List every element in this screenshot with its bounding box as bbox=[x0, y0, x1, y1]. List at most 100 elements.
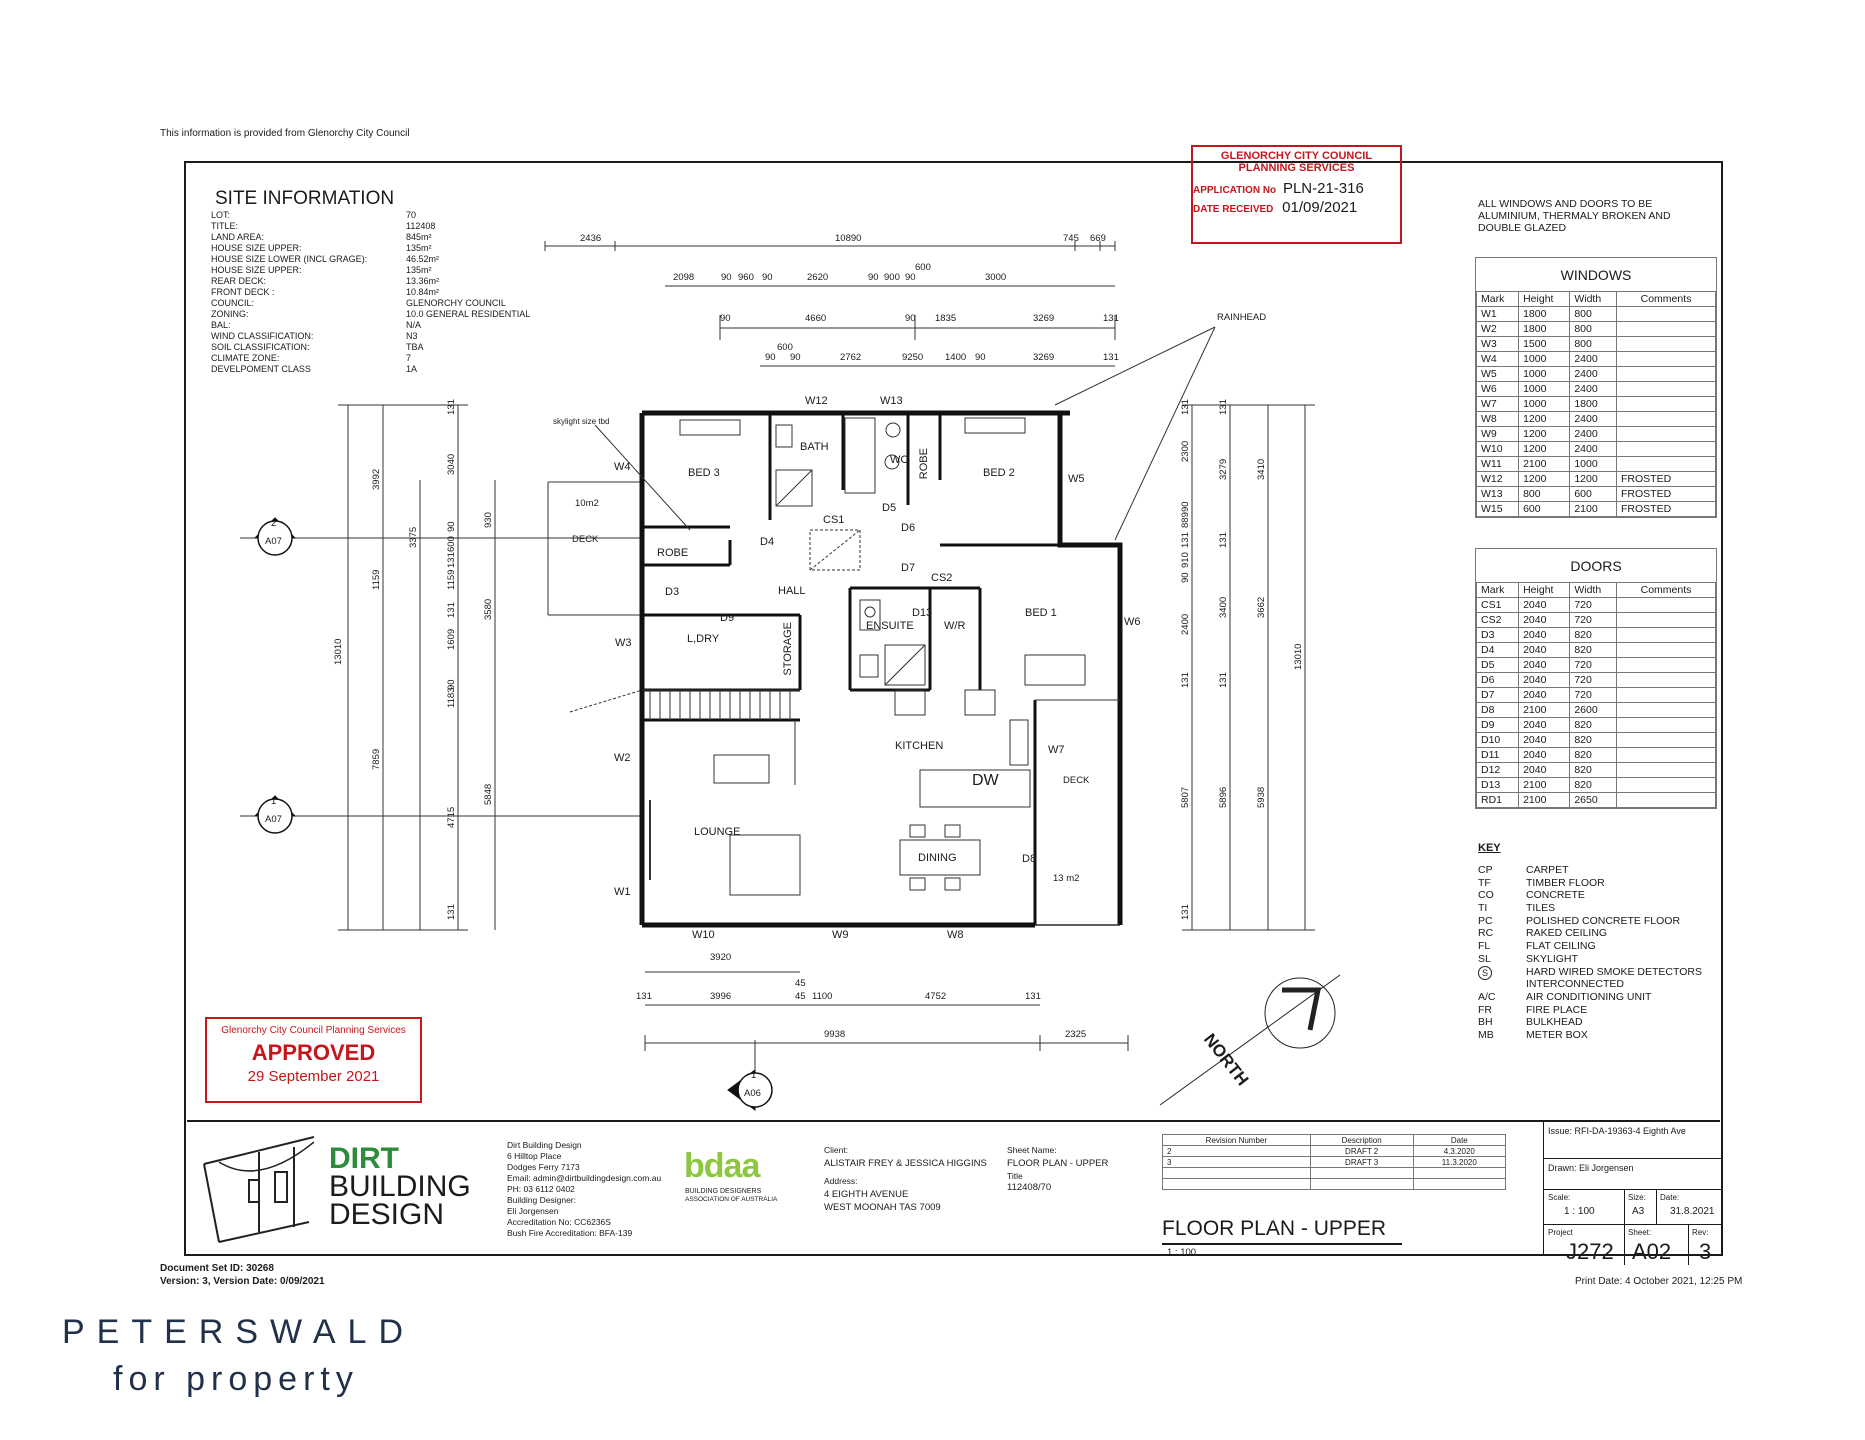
label-w12: W12 bbox=[805, 395, 828, 407]
table-cell bbox=[1616, 762, 1716, 778]
site-info-row: REAR DECK: 13.36m² bbox=[211, 276, 571, 287]
table-cell: W5 bbox=[1475, 366, 1520, 382]
key-code: S bbox=[1478, 965, 1492, 980]
key-code: PC bbox=[1478, 914, 1493, 927]
table-cell bbox=[1616, 336, 1716, 352]
dim-r3-c: 90 bbox=[905, 313, 916, 324]
table-cell: W10 bbox=[1475, 441, 1520, 457]
site-info-value: N/A bbox=[406, 320, 422, 330]
revision-cell: 11.3.2020 bbox=[1412, 1156, 1507, 1168]
dim-r3-a: 90 bbox=[720, 313, 731, 324]
site-info-key: HOUSE SIZE LOWER (INCL GRAGE): bbox=[211, 254, 368, 264]
table-cell: D5 bbox=[1475, 657, 1520, 673]
contact-line: Dirt Building Design bbox=[507, 1140, 582, 1150]
fixtures bbox=[649, 417, 1086, 896]
site-info-value: 13.36m² bbox=[406, 276, 440, 286]
dirt-logo-icon bbox=[203, 1136, 315, 1243]
table-cell bbox=[1616, 717, 1716, 733]
table-cell bbox=[1616, 441, 1716, 457]
footer-doc-set: Document Set ID: 30268 bbox=[160, 1263, 274, 1274]
sheet-border bbox=[184, 161, 1723, 1256]
revision-header: Date bbox=[1412, 1134, 1507, 1146]
table-cell: 2040 bbox=[1518, 642, 1571, 658]
site-info-key: HOUSE SIZE UPPER: bbox=[211, 243, 302, 253]
right-deck bbox=[1035, 699, 1120, 926]
site-info-key: ZONING: bbox=[211, 309, 249, 319]
table-cell bbox=[1616, 597, 1716, 613]
label-w2: W2 bbox=[614, 752, 631, 764]
client-name: ALISTAIR FREY & JESSICA HIGGINS bbox=[824, 1158, 987, 1169]
table-cell: 1000 bbox=[1518, 351, 1571, 367]
site-info-value: 112408 bbox=[406, 221, 436, 231]
table-cell bbox=[1616, 672, 1716, 688]
room-wir: W/R bbox=[944, 620, 966, 632]
date-received-label: DATE RECEIVED bbox=[1193, 204, 1274, 215]
table-cell: W11 bbox=[1475, 456, 1520, 472]
revision-row-empty bbox=[1162, 1167, 1507, 1179]
section-marker-1 bbox=[253, 795, 297, 834]
dim-left-label: 600 bbox=[446, 536, 457, 552]
dim-r2-d: 90 bbox=[762, 272, 773, 283]
dim-right-label: 131 bbox=[1218, 399, 1229, 415]
dim-left-label: 7859 bbox=[371, 748, 382, 770]
table-cell bbox=[1616, 777, 1716, 793]
section-marker-a06 bbox=[727, 1069, 773, 1111]
date-value: 31.8.2021 bbox=[1670, 1206, 1715, 1217]
room-bed2: BED 2 bbox=[983, 467, 1015, 479]
table-cell bbox=[1616, 396, 1716, 412]
label-d13: D13 bbox=[912, 607, 933, 619]
app-no-value: PLN-21-316 bbox=[1282, 180, 1364, 197]
table-cell: 2400 bbox=[1569, 426, 1617, 442]
table-cell: D3 bbox=[1475, 627, 1520, 643]
key-description: CONCRETE bbox=[1526, 889, 1585, 902]
contact-line: Bush Fire Accreditation: BFA-139 bbox=[507, 1228, 633, 1238]
bdaa-logo: bdaa bbox=[684, 1147, 760, 1185]
table-cell: 720 bbox=[1569, 672, 1617, 688]
room-dishwasher: DW bbox=[972, 772, 999, 789]
dim-left-label: 1159 bbox=[371, 569, 382, 590]
key-code: FL bbox=[1478, 940, 1491, 953]
room-hall: HALL bbox=[778, 585, 806, 597]
site-info-row: HOUSE SIZE UPPER:135m² bbox=[211, 265, 571, 276]
table-cell: W6 bbox=[1475, 381, 1520, 397]
dim-r3-b: 4660 bbox=[805, 313, 827, 324]
section-1-sheet: A07 bbox=[265, 814, 282, 825]
title-label: Title bbox=[1007, 1171, 1023, 1181]
label-w7: W7 bbox=[1048, 744, 1065, 756]
site-info-key: REAR DECK: bbox=[211, 276, 267, 286]
key-description: SKYLIGHT bbox=[1526, 952, 1578, 965]
room-dining: DINING bbox=[918, 852, 957, 864]
brand-tagline: for property bbox=[113, 1360, 359, 1398]
label-cs1: CS1 bbox=[823, 514, 845, 526]
site-info-row: CLIMATE ZONE:7 bbox=[211, 353, 571, 364]
revision-cell: 3 bbox=[1162, 1156, 1311, 1168]
dim-r2-600: 600 bbox=[915, 262, 931, 273]
contact-line: 6 Hilltop Place bbox=[507, 1151, 562, 1161]
room-bath: BATH bbox=[800, 441, 829, 453]
dim-bottom-a: 131 bbox=[636, 991, 652, 1002]
table-cell: 2100 bbox=[1518, 777, 1571, 793]
dim-top-669: 669 bbox=[1090, 233, 1106, 244]
table-cell: W15 bbox=[1475, 501, 1520, 517]
table-cell bbox=[1616, 792, 1716, 808]
site-info-key: LOT: bbox=[211, 210, 231, 220]
dim-bottom-d: 45 bbox=[795, 991, 806, 1002]
dim-r2-e: 2620 bbox=[807, 272, 829, 283]
council-stamp: GLENORCHY CITY COUNCIL PLANNING SERVICES… bbox=[1191, 145, 1402, 244]
label-w1: W1 bbox=[614, 886, 631, 898]
dim-left-label: 3992 bbox=[371, 468, 382, 490]
dim-left-label: 1609 bbox=[446, 628, 457, 650]
key-code: FR bbox=[1478, 1003, 1492, 1016]
room-lounge: LOUNGE bbox=[694, 826, 741, 838]
dim-left-label: 90 bbox=[446, 521, 457, 532]
key-description: RAKED CEILING bbox=[1526, 927, 1608, 940]
dim-right-label: 910 bbox=[1180, 552, 1191, 568]
